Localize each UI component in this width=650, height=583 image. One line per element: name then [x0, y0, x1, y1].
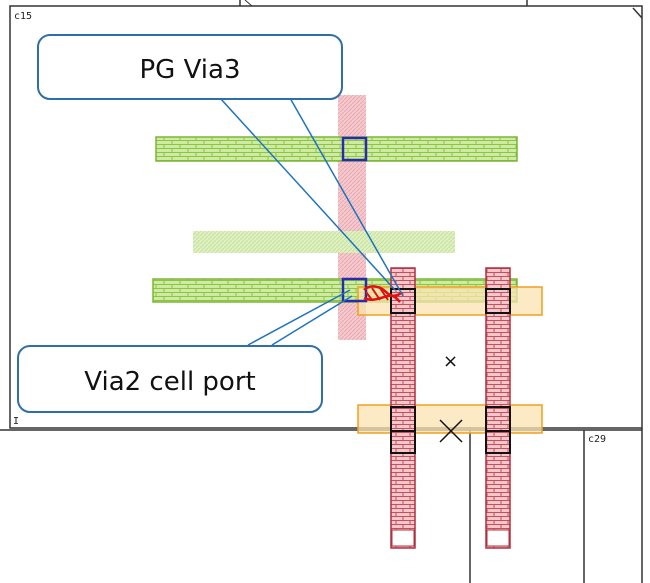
via-square-5 [390, 430, 416, 454]
cell-top-divider-2 [244, 0, 253, 7]
callout-pg-via3-text: PG Via3 [139, 55, 240, 85]
cell-c15-boundary [9, 5, 643, 429]
metal-rail-top [155, 136, 518, 162]
cell-corner-mark [632, 7, 643, 19]
via-square-2 [485, 288, 511, 314]
orange-bar-upper [357, 286, 543, 316]
center-cross-small: × [443, 351, 458, 372]
cell-label-c15: c15 [14, 11, 32, 22]
callout-via2-text: Via2 cell port [84, 367, 255, 397]
callout-pointers [219, 97, 404, 346]
drc-flag [363, 285, 403, 303]
center-cross-large [439, 419, 463, 443]
red-column-right-end [486, 529, 510, 547]
metal-rail-faint [193, 231, 455, 253]
cell-small-mark: I [13, 416, 19, 427]
via-square-1 [390, 288, 416, 314]
orange-bar-lower [357, 404, 543, 434]
callout-via2-cell-port: Via2 cell port [17, 345, 323, 413]
via-square-6 [485, 430, 511, 454]
red-column-left-end [391, 529, 415, 547]
via2-port-square [341, 277, 368, 303]
callout-pg-via3: PG Via3 [37, 34, 343, 100]
cell-label-c29: c29 [588, 434, 606, 445]
pg-via3-square [341, 136, 368, 162]
